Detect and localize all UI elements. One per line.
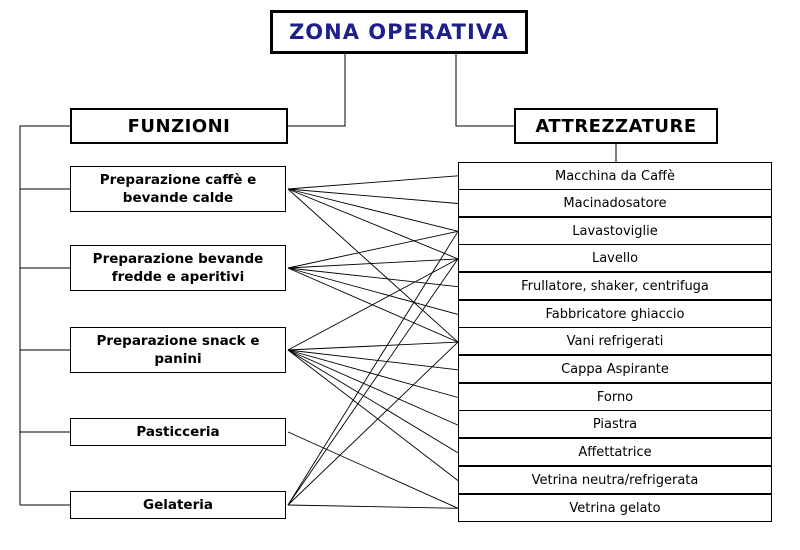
link-line (287, 258, 459, 351)
link-line (287, 267, 459, 343)
equipment-item-affettatrice: Affettatrice (458, 438, 772, 466)
link-line (287, 349, 459, 371)
title-to-funzioni-connector (288, 54, 346, 127)
function-box-snack: Preparazione snack e panini (70, 327, 286, 373)
attrezzature-header: ATTREZZATURE (514, 108, 718, 144)
equipment-item-frullatore: Frullatore, shaker, centrifuga (458, 272, 772, 300)
link-line (287, 267, 459, 288)
link-line (287, 341, 459, 351)
equipment-item-lavastoviglie: Lavastoviglie (458, 217, 772, 245)
equipment-item-fabbricatore-ghiaccio: Fabbricatore ghiaccio (458, 300, 772, 328)
link-line (287, 188, 459, 260)
equipment-item-macchina-caffe: Macchina da Caffè (458, 162, 772, 190)
link-line (287, 267, 459, 315)
link-line (287, 258, 459, 506)
link-line (287, 258, 459, 269)
equipment-item-forno: Forno (458, 383, 772, 411)
link-line (287, 349, 459, 398)
equipment-item-cappa-aspirante: Cappa Aspirante (458, 355, 772, 383)
link-line (287, 504, 459, 509)
equipment-item-macinadosatore: Macinadosatore (458, 189, 772, 217)
function-box-pasticceria: Pasticceria (70, 418, 286, 446)
title-to-attrezzature-connector (455, 54, 514, 127)
link-line (287, 188, 459, 204)
function-box-bevande-fredde: Preparazione bevande fredde e aperitivi (70, 245, 286, 291)
link-line (287, 230, 459, 269)
funzioni-header: FUNZIONI (70, 108, 288, 144)
equipment-item-vani-refrigerati: Vani refrigerati (458, 327, 772, 355)
equipment-item-piastra: Piastra (458, 410, 772, 438)
link-line (287, 341, 459, 506)
zona-operativa-title: ZONA OPERATIVA (270, 10, 528, 54)
function-box-gelateria: Gelateria (70, 491, 286, 519)
equipment-item-vetrina-neutra: Vetrina neutra/refrigerata (458, 466, 772, 494)
equipment-item-lavello: Lavello (458, 244, 772, 272)
link-line (287, 188, 459, 232)
link-line (287, 231, 459, 506)
link-line (287, 349, 459, 481)
link-line (287, 188, 459, 343)
equipment-item-vetrina-gelato: Vetrina gelato (458, 494, 772, 522)
link-line (287, 431, 459, 509)
link-line (287, 349, 459, 426)
link-line (287, 175, 459, 190)
funzioni-bracket (19, 125, 70, 505)
function-box-caffe: Preparazione caffè e bevande calde (70, 166, 286, 212)
link-line (287, 349, 459, 454)
